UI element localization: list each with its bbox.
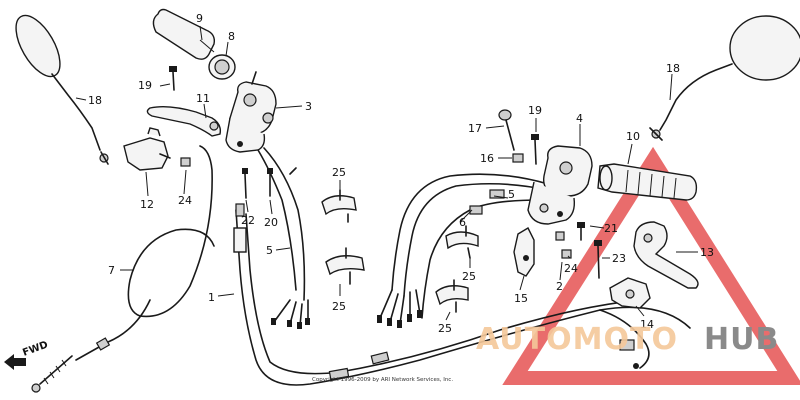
callout-8: 8 [228, 30, 235, 43]
forward-arrow-icon [4, 354, 26, 370]
forward-direction-indicator: FWD [4, 340, 50, 370]
callout-2: 2 [556, 280, 563, 293]
callout-16: 16 [480, 152, 494, 165]
right-wire-harness [377, 173, 549, 328]
screw-22 [242, 168, 248, 199]
callout-24-left: 24 [178, 194, 192, 207]
nut-24-left [180, 157, 191, 167]
bolt-17 [498, 109, 515, 151]
front-brake-lever [633, 221, 699, 289]
callout-20: 20 [264, 216, 278, 229]
callout-5-right: 5 [508, 188, 515, 201]
callout-25-c: 25 [462, 270, 476, 283]
callout-22: 22 [241, 214, 255, 227]
copyright-notice: Copyright 1996-2009 by ARI Network Servi… [312, 377, 453, 383]
clutch-cable [31, 145, 215, 393]
lever-bracket [123, 127, 171, 171]
watermark: AUTOMOTO HUB [476, 322, 779, 357]
left-switch-housing [225, 71, 277, 153]
callout-leaders [75, 25, 698, 321]
watermark-hub: HUB [704, 322, 779, 357]
callout-24-right: 24 [564, 262, 578, 275]
callout-19-right: 19 [528, 104, 542, 117]
callout-7: 7 [108, 264, 115, 277]
callout-18-left: 18 [88, 94, 102, 107]
clamp-25-b [325, 247, 365, 285]
clamp-25-a [321, 189, 357, 223]
callout-18-right: 18 [666, 62, 680, 75]
bolt-23 [594, 240, 602, 279]
nut-24-right [555, 231, 572, 259]
watermark-triangle [502, 146, 800, 385]
clamp-25-c [445, 225, 479, 259]
throttle-grip [597, 163, 698, 201]
right-mirror [649, 15, 800, 141]
bracket-14 [609, 277, 651, 309]
callout-19-left: 19 [138, 79, 152, 92]
callout-25-d: 25 [438, 322, 452, 335]
bolt-21 [577, 222, 585, 241]
throttle-cable-end [599, 309, 650, 369]
callout-13: 13 [700, 246, 714, 259]
callout-25-a: 25 [332, 166, 346, 179]
callout-3: 3 [305, 100, 312, 113]
bolt-19-right [531, 134, 539, 165]
callout-4: 4 [576, 112, 583, 125]
callout-21: 21 [604, 222, 618, 235]
bracket-15 [513, 227, 535, 277]
right-switch-housing [527, 145, 593, 225]
watermark-automoto: AUTOMOTO [476, 322, 678, 357]
callout-10: 10 [626, 130, 640, 143]
callout-25-b: 25 [332, 300, 346, 313]
callout-15: 15 [514, 292, 528, 305]
fwd-label: FWD [21, 340, 49, 359]
callout-23: 23 [612, 252, 626, 265]
left-grip [152, 8, 236, 80]
callout-14: 14 [640, 318, 654, 331]
callout-12: 12 [140, 198, 154, 211]
left-mirror [15, 14, 109, 165]
clutch-lever [146, 105, 222, 137]
callout-labels: 9 8 19 18 11 3 12 24 22 20 25 5 7 1 25 1… [88, 12, 714, 335]
callout-6: 6 [459, 216, 466, 229]
bolt-19-left [169, 66, 177, 91]
callout-9: 9 [196, 12, 203, 25]
clamp-25-d [435, 279, 469, 313]
nut-16 [512, 153, 524, 163]
callout-5-left: 5 [266, 244, 273, 257]
callout-1: 1 [208, 291, 215, 304]
callout-17: 17 [468, 122, 482, 135]
left-wire-harness [257, 147, 310, 329]
throttle-cables [233, 203, 691, 386]
callout-11: 11 [196, 92, 210, 105]
